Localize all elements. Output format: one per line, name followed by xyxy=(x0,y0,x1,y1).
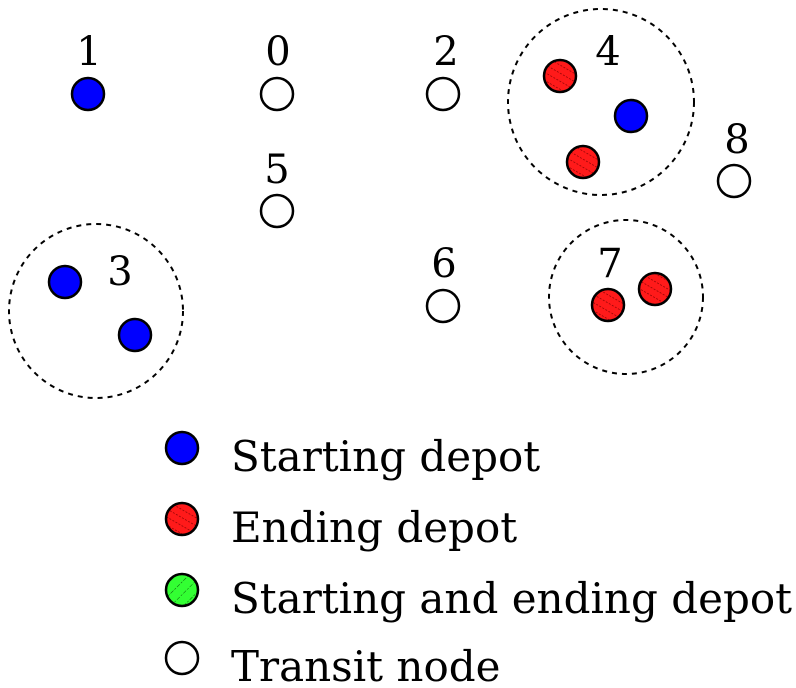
node-5-transit xyxy=(259,193,295,229)
legend: Starting depot Ending depot Starting and… xyxy=(164,430,792,688)
legend-starting-depot-icon xyxy=(164,430,200,466)
node-2-label: 2 xyxy=(433,29,458,75)
legend-transit-node-label: Transit node xyxy=(231,642,500,688)
node-3-label: 3 xyxy=(107,249,132,295)
node-7-label: 7 xyxy=(597,241,622,287)
cluster-3-boundary xyxy=(8,223,184,399)
cluster-4-boundary xyxy=(507,8,695,196)
legend-transit-node-icon xyxy=(164,640,200,676)
node-4-label: 4 xyxy=(595,29,620,75)
node-1-label: 1 xyxy=(76,29,101,75)
node-2-transit xyxy=(425,76,461,112)
legend-both-depot-label: Starting and ending depot xyxy=(231,574,792,623)
legend-both-depot-icon xyxy=(164,572,200,608)
node-8-label: 8 xyxy=(724,117,749,163)
node-4-ending-depot-a xyxy=(542,58,578,94)
node-4-starting-depot xyxy=(613,98,649,134)
node-5-label: 5 xyxy=(264,147,289,193)
node-6-transit xyxy=(425,288,461,324)
node-3-starting-depot-a xyxy=(47,264,83,300)
node-0-transit xyxy=(259,76,295,112)
legend-starting-depot-label: Starting depot xyxy=(231,432,540,481)
legend-ending-depot-icon xyxy=(164,501,200,537)
node-7-ending-depot-a xyxy=(637,271,673,307)
node-4-ending-depot-b xyxy=(565,144,601,180)
node-3-starting-depot-b xyxy=(117,317,153,353)
node-1-starting-depot xyxy=(70,76,106,112)
node-7-ending-depot-b xyxy=(590,287,626,323)
legend-ending-depot-label: Ending depot xyxy=(231,503,517,552)
node-8-transit xyxy=(716,163,752,199)
node-6-label: 6 xyxy=(431,241,456,287)
cluster-7-boundary xyxy=(548,219,704,375)
node-0-label: 0 xyxy=(265,29,290,75)
